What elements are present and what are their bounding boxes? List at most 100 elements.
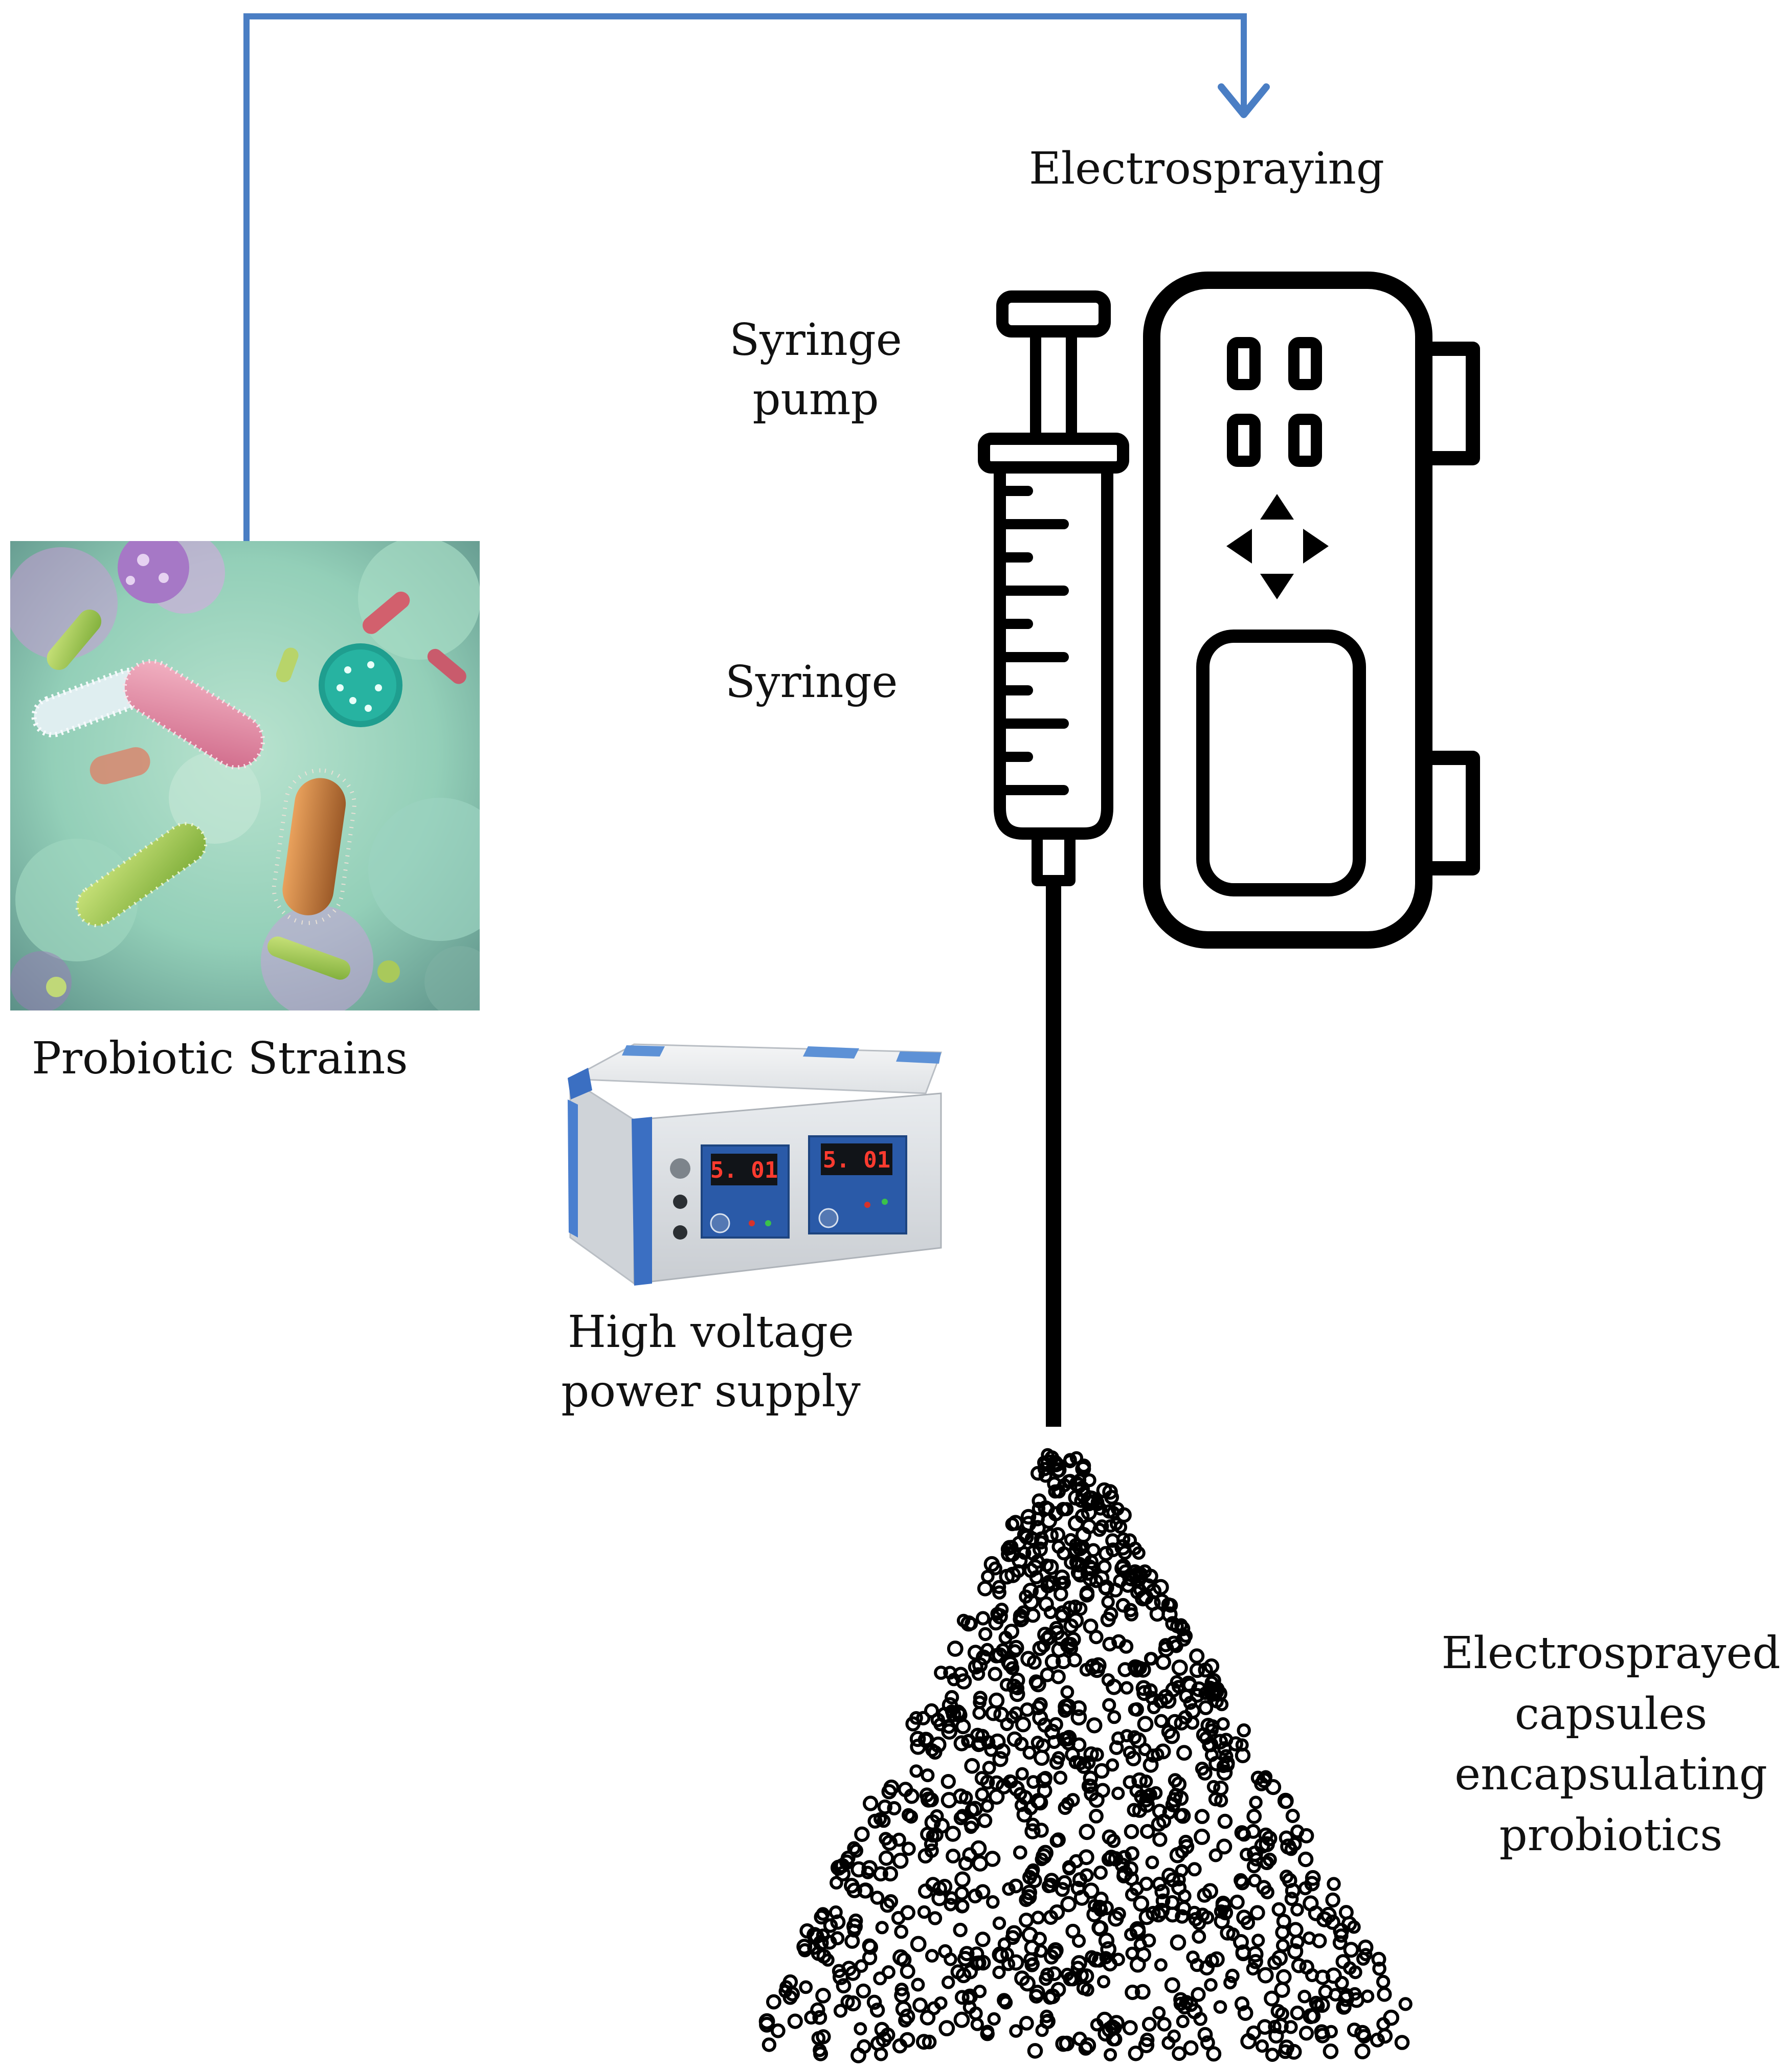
- capsule: [1047, 1735, 1061, 1749]
- capsule: [1132, 1546, 1146, 1560]
- capsule: [1339, 1988, 1354, 2003]
- capsule: [1100, 1611, 1116, 1627]
- capsule: [1255, 2039, 1269, 2053]
- capsule: [876, 2031, 892, 2048]
- capsule: [1371, 1951, 1386, 1967]
- capsule: [1129, 1956, 1146, 1973]
- capsule: [1287, 1922, 1304, 1938]
- capsule: [975, 1931, 991, 1947]
- capsule: [1002, 1882, 1016, 1896]
- capsule: [1057, 1546, 1071, 1561]
- capsule: [1064, 1555, 1079, 1570]
- capsule: [1161, 1606, 1178, 1623]
- capsule: [1125, 1846, 1139, 1861]
- capsule: [1197, 1888, 1212, 1903]
- label-power-supply-line1: High voltage: [568, 1307, 854, 1358]
- capsule: [988, 1561, 1002, 1576]
- capsule: [954, 1871, 971, 1888]
- capsule: [813, 2046, 828, 2061]
- capsule: [1062, 1862, 1076, 1876]
- capsule: [1377, 1987, 1392, 2002]
- capsule: [1192, 1916, 1206, 1930]
- label-electrospraying: Electrospraying: [1029, 143, 1384, 194]
- capsule: [990, 1607, 1004, 1621]
- capsule: [1008, 1878, 1023, 1894]
- capsule: [1194, 1828, 1211, 1845]
- capsule: [1015, 1767, 1029, 1781]
- capsule: [1285, 1883, 1301, 1899]
- capsule: [1111, 1952, 1125, 1966]
- capsule: [1049, 1834, 1064, 1848]
- capsule: [1164, 1977, 1180, 1993]
- capsule: [928, 1911, 943, 1925]
- capsule: [1256, 1880, 1272, 1895]
- capsule: [854, 1826, 870, 1843]
- capsule: [1265, 2048, 1280, 2062]
- capsule: [1192, 1929, 1206, 1944]
- capsule: [1047, 1455, 1063, 1471]
- capsule: [1217, 1813, 1233, 1829]
- capsule: [1108, 1911, 1124, 1927]
- capsule: [1236, 1909, 1252, 1925]
- capsule: [964, 1758, 980, 1774]
- capsule: [1152, 1832, 1168, 1847]
- capsule: [1285, 1809, 1300, 1823]
- capsule: [1037, 1639, 1050, 1653]
- capsule: [1383, 2009, 1400, 2026]
- capsule: [1128, 1702, 1142, 1717]
- capsule: [881, 1965, 895, 1979]
- capsule: [1040, 2009, 1054, 2024]
- capsule: [1248, 1954, 1263, 1969]
- capsule: [971, 1667, 985, 1681]
- capsule: [1268, 2028, 1284, 2044]
- capsule: [967, 1801, 983, 1817]
- capsule: [1022, 1745, 1037, 1760]
- capsule: [1020, 1651, 1037, 1667]
- capsule: [938, 2020, 955, 2037]
- capsule: [1071, 1737, 1087, 1753]
- capsule: [1257, 1967, 1274, 1984]
- capsule: [1125, 1984, 1140, 2001]
- capsule: [1061, 1796, 1074, 1810]
- capsule: [883, 1894, 899, 1909]
- capsule: [968, 1889, 983, 1904]
- capsule: [977, 1813, 993, 1828]
- capsule: [1198, 1662, 1213, 1678]
- capsule: [1176, 1745, 1192, 1761]
- capsule: [1083, 1882, 1100, 1899]
- capsule: [916, 1711, 931, 1725]
- capsule: [1268, 2019, 1282, 2034]
- label-power-supply: High voltage power supply: [532, 1301, 890, 1423]
- capsule: [1075, 1461, 1091, 1477]
- capsule: [856, 1983, 871, 1999]
- capsule: [987, 2012, 1001, 2026]
- capsule: [1021, 1884, 1037, 1901]
- capsule: [1178, 1710, 1193, 1725]
- capsule: [1237, 1723, 1251, 1738]
- capsule: [1024, 1823, 1041, 1839]
- capsule: [857, 2039, 871, 2054]
- capsule: [1031, 1911, 1045, 1925]
- capsule: [883, 1779, 900, 1796]
- capsule: [857, 1883, 873, 1899]
- capsule: [1246, 1809, 1262, 1824]
- capsule: [1154, 1884, 1170, 1900]
- capsule: [1325, 1892, 1340, 1908]
- capsule: [973, 1985, 987, 1998]
- capsule: [1040, 1967, 1055, 1982]
- capsule: [1040, 1578, 1056, 1593]
- capsule: [1050, 1527, 1066, 1542]
- capsule: [954, 1886, 969, 1901]
- capsule: [1145, 1691, 1159, 1705]
- capsule: [1204, 1953, 1219, 1968]
- capsule: [1164, 1895, 1180, 1910]
- capsule: [1071, 1700, 1087, 1716]
- capsule: [1050, 1463, 1065, 1478]
- capsule: [1265, 1779, 1282, 1795]
- capsule: [1062, 1600, 1078, 1616]
- capsule: [1081, 1983, 1094, 1997]
- capsule: [1250, 1770, 1265, 1785]
- capsule: [901, 1841, 916, 1856]
- capsule: [1140, 2032, 1155, 2048]
